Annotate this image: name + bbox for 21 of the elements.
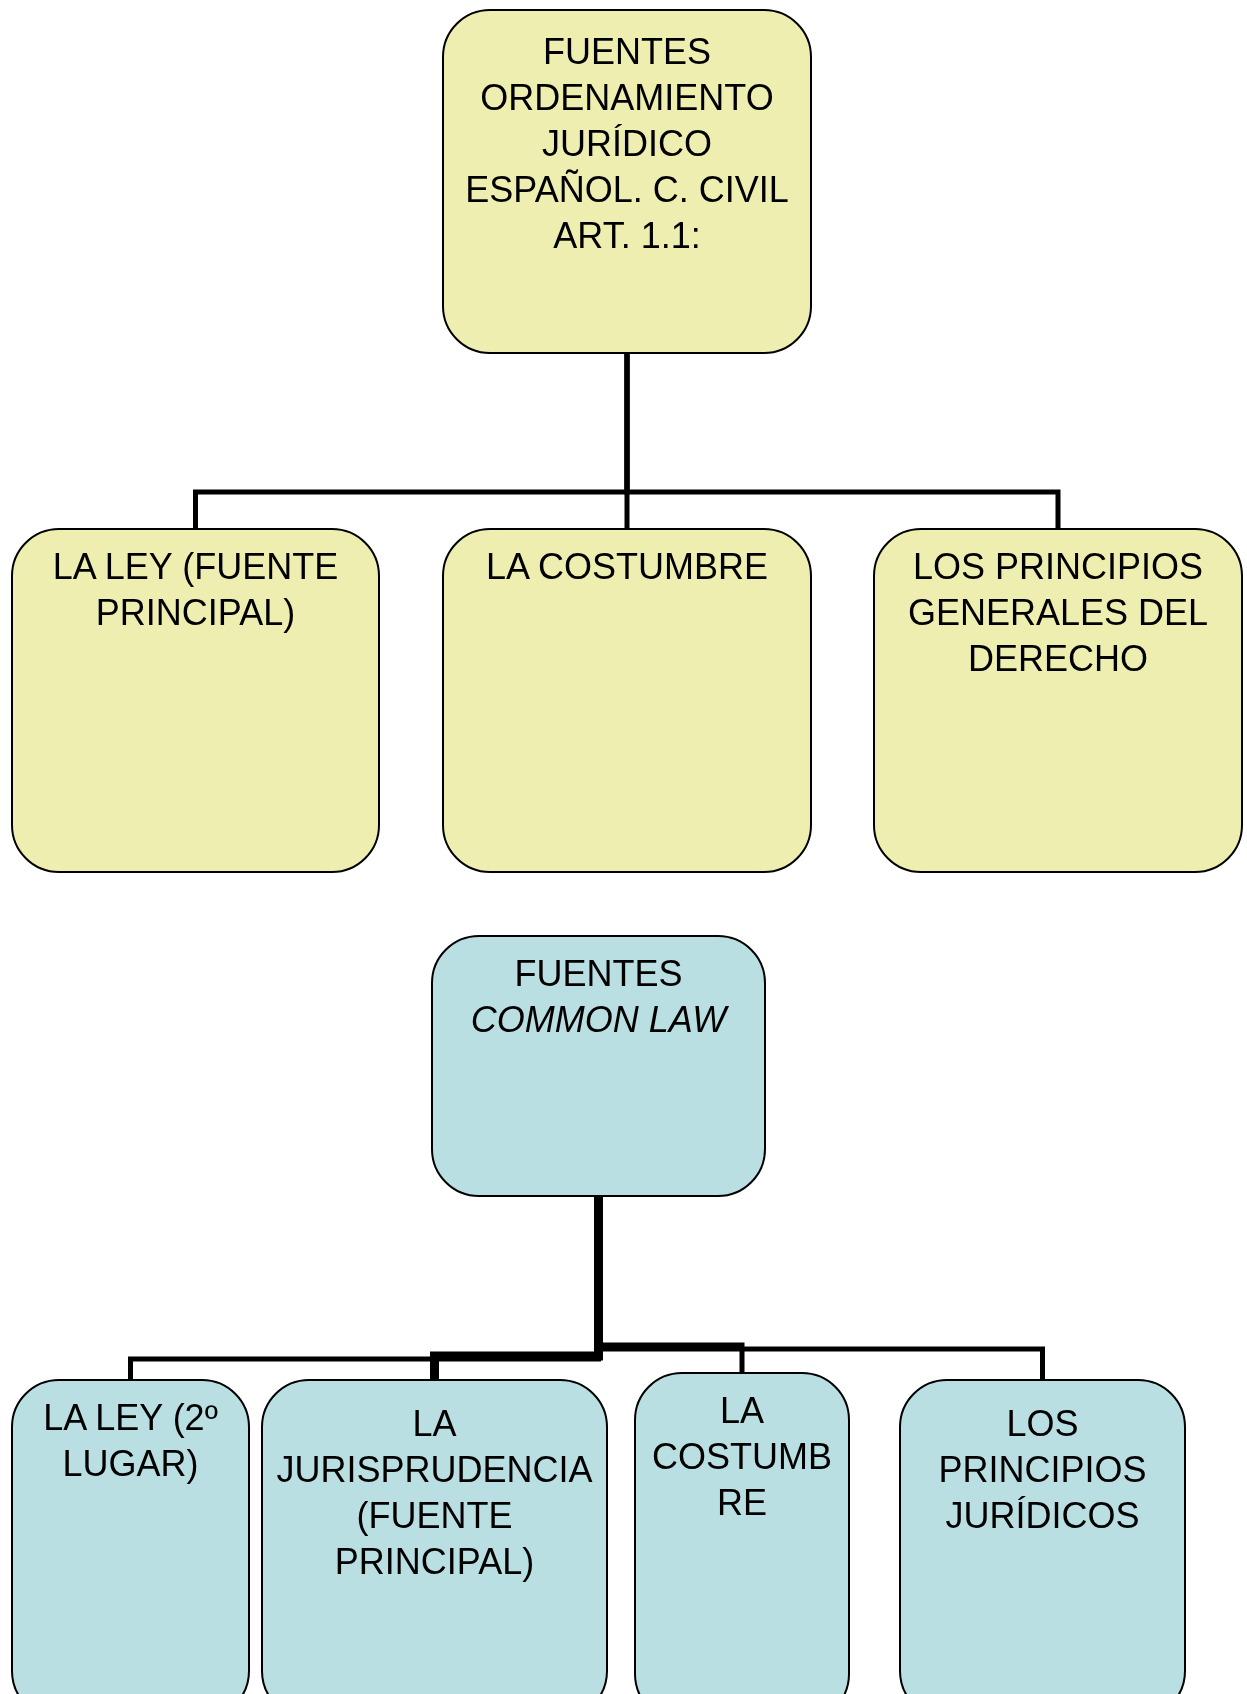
rounded-box [11, 1379, 250, 1694]
box-text: LA LEY (2º LUGAR) [42, 1396, 219, 1486]
box-text: LA COSTUMBRE [484, 545, 770, 589]
rounded-box [11, 528, 380, 873]
box-text: LA JURISPRUDENCIA (FUENTE PRINCIPAL) [275, 1402, 594, 1584]
box-text: LOS PRINCIPIOS GENERALES DEL DERECHO [906, 545, 1210, 681]
box-text: LA COSTUMBRE [651, 1389, 833, 1525]
box-text: LA LEY (FUENTE PRINCIPAL) [51, 545, 340, 635]
box-text: FUENTES COMMON LAW [469, 952, 730, 1042]
rounded-box [261, 1379, 608, 1694]
box-text: ART. 1.1: [552, 214, 702, 258]
connector-line [624, 354, 1061, 528]
rounded-box [634, 1372, 850, 1694]
rounded-box [442, 528, 812, 873]
rounded-box [442, 9, 812, 354]
box-text: LOS PRINCIPIOS JURÍDICOS [937, 1402, 1148, 1538]
rounded-box [431, 935, 766, 1197]
connector-line [430, 1197, 603, 1379]
box-text: FUENTES ORDENAMIENTO JURÍDICO ESPAÑOL. C. CIVIL [464, 30, 790, 212]
rounded-box [873, 528, 1243, 873]
rounded-box [899, 1379, 1186, 1694]
